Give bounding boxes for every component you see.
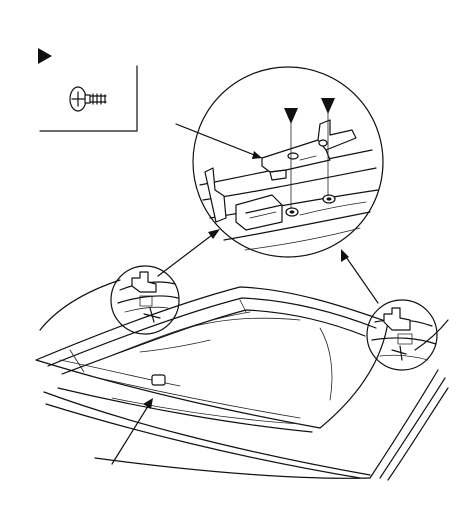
vehicle-roof [39,279,449,481]
installation-arrow-icon [157,231,217,277]
left-guide-clip [204,167,227,223]
glass-leader-line [111,402,151,465]
glass-center-tab [151,374,166,386]
glass-outer-edge [35,286,389,429]
arrow-marker-icon [38,48,52,64]
installation-arrow-icon [343,253,379,304]
leader-lines [111,123,379,465]
screw-icon [69,86,107,112]
arrow-marker-icon [284,108,298,124]
fastener-legend [38,48,138,132]
legend-box-frame [39,65,138,132]
left-detail-circle [110,265,180,335]
mounting-bracket [261,119,357,173]
roof-front-edge [39,279,121,331]
roof-right-edge [369,369,439,479]
magnified-detail-circle [192,66,384,258]
sunroof-glass [35,286,389,433]
arrow-marker-icon [321,98,335,114]
right-detail-circle [366,299,438,371]
